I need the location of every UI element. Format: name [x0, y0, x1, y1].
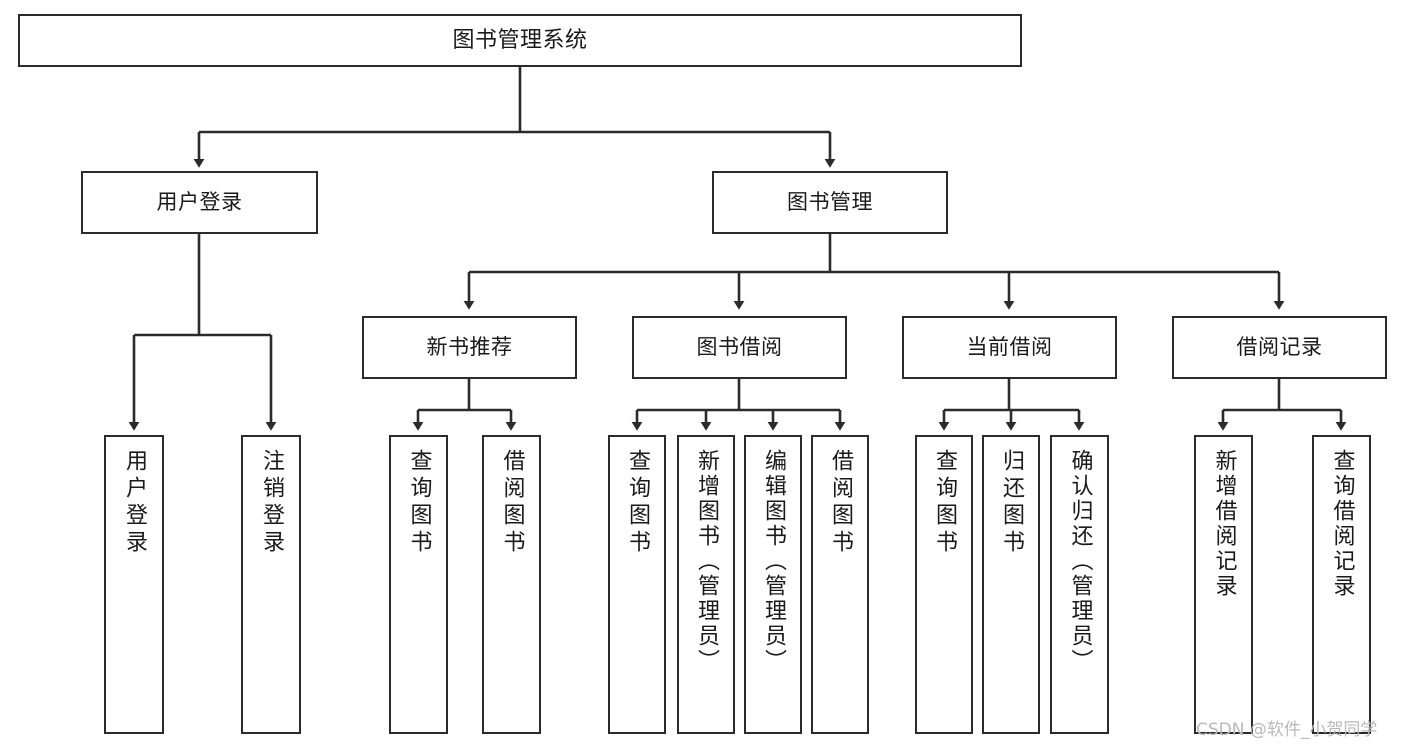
node-label: 图书借阅 [696, 335, 783, 360]
node-label: 新增图书（管理员） [694, 449, 719, 674]
node-label: 借阅图书 [828, 449, 853, 557]
leaf-query-borrow-record[interactable]: 查询借阅记录 [1312, 435, 1371, 734]
node-label: 当前借阅 [966, 335, 1053, 360]
node-label: 新书推荐 [426, 335, 513, 360]
node-label: 图书管理 [787, 190, 873, 215]
node-label: 查询借阅记录 [1329, 449, 1355, 599]
node-label: 归还图书 [999, 449, 1024, 557]
node-label: 查询图书 [406, 449, 432, 557]
node-label: 借阅图书 [499, 449, 525, 557]
leaf-borrow-book-borrow[interactable]: 借阅图书 [811, 435, 869, 734]
leaf-user-login[interactable]: 用户登录 [104, 435, 164, 734]
node-book-borrow[interactable]: 图书借阅 [632, 316, 847, 379]
node-new-book-recommend[interactable]: 新书推荐 [362, 316, 577, 379]
node-label: 用户登录 [122, 449, 147, 557]
watermark-text: CSDN @软件_小贺同学 [1196, 720, 1378, 740]
node-label: 查询图书 [932, 449, 957, 557]
node-borrow-record[interactable]: 借阅记录 [1172, 316, 1387, 379]
leaf-query-book-borrow[interactable]: 查询图书 [608, 435, 666, 734]
node-root-book-management-system[interactable]: 图书管理系统 [18, 14, 1022, 67]
leaf-query-book-recommend[interactable]: 查询图书 [389, 435, 448, 734]
leaf-logout[interactable]: 注销登录 [241, 435, 301, 734]
leaf-query-book-current[interactable]: 查询图书 [915, 435, 973, 734]
leaf-confirm-return-admin[interactable]: 确认归还（管理员） [1050, 435, 1109, 734]
leaf-add-book-admin[interactable]: 新增图书（管理员） [677, 435, 735, 734]
node-label: 查询图书 [625, 449, 650, 557]
node-current-borrow[interactable]: 当前借阅 [902, 316, 1117, 379]
leaf-return-book[interactable]: 归还图书 [982, 435, 1040, 734]
node-label: 图书管理系统 [452, 27, 588, 53]
node-label: 编辑图书（管理员） [761, 449, 786, 674]
leaf-edit-book-admin[interactable]: 编辑图书（管理员） [744, 435, 802, 734]
node-label: 确认归还（管理员） [1067, 449, 1093, 674]
node-book-management[interactable]: 图书管理 [712, 171, 948, 234]
node-label: 新增借阅记录 [1211, 449, 1237, 599]
node-label: 注销登录 [259, 449, 284, 557]
node-user-login[interactable]: 用户登录 [81, 171, 318, 234]
node-label: 用户登录 [156, 190, 243, 215]
node-label: 借阅记录 [1236, 335, 1323, 360]
leaf-borrow-book-recommend[interactable]: 借阅图书 [482, 435, 541, 734]
leaf-add-borrow-record[interactable]: 新增借阅记录 [1194, 435, 1253, 734]
